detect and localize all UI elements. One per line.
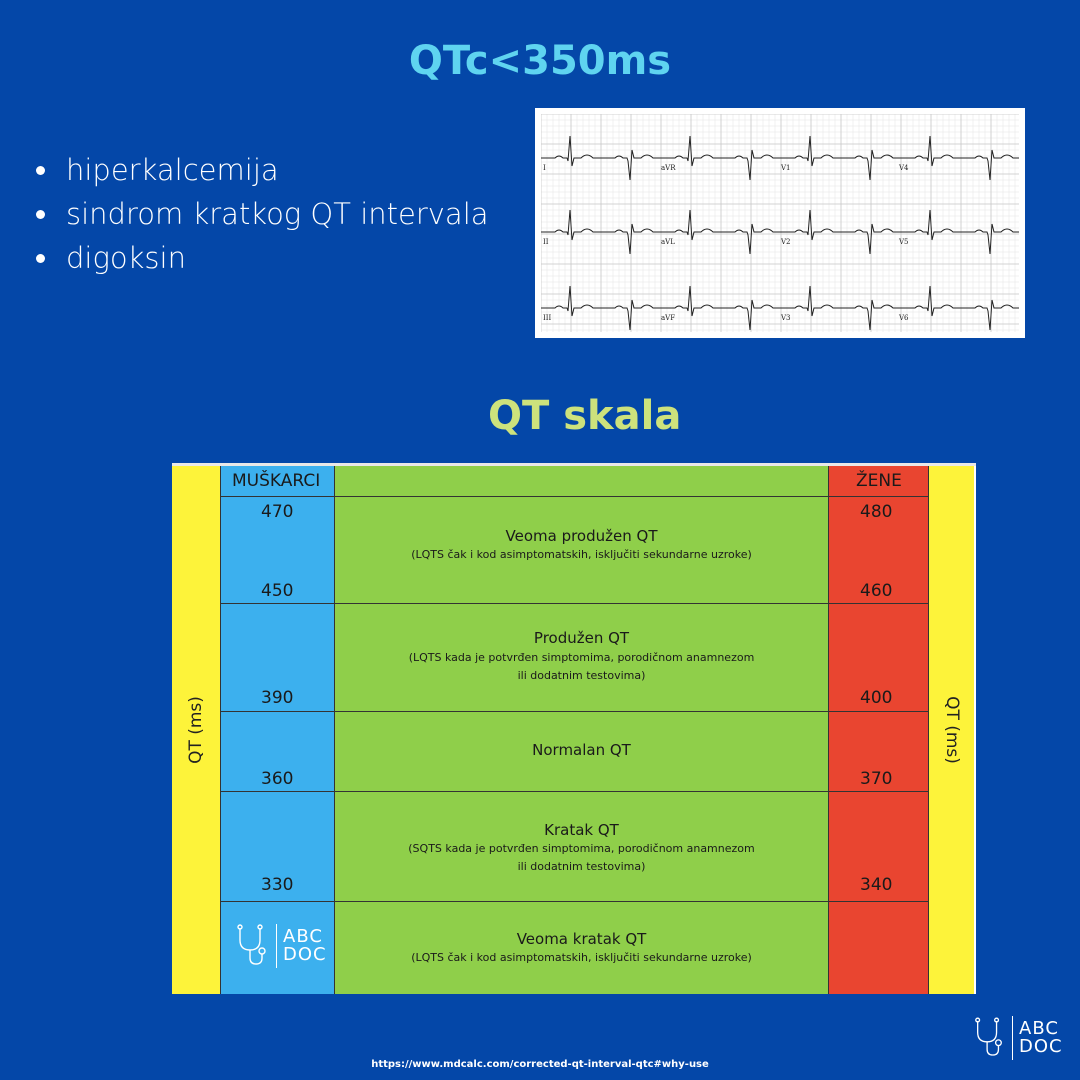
interpretation-column	[335, 466, 828, 994]
ecg-trace	[541, 135, 1019, 181]
row-divider	[221, 901, 928, 902]
logo-text-line: ABC	[1019, 1018, 1059, 1039]
band-note: (LQTS kada je potvrđen simptomima, porod…	[408, 651, 755, 682]
men-value: 330	[261, 875, 294, 895]
women-column	[828, 466, 928, 994]
scale-title: QT skala	[488, 393, 682, 439]
band-title: Produžen QT	[533, 629, 630, 647]
men-header: MUŠKARCI	[232, 471, 321, 491]
ecg-lead-label: aVL	[661, 238, 675, 246]
causes-list: hiperkalcemija sindrom kratkog QT interv…	[36, 148, 489, 280]
axis-label-left: QT (ms)	[186, 696, 206, 764]
men-column	[221, 466, 335, 994]
women-header: ŽENE	[856, 471, 902, 491]
ecg-trace	[541, 285, 1019, 331]
cause-item: hiperkalcemija	[36, 148, 489, 192]
ecg-lead-label: I	[543, 164, 546, 172]
qt-scale-table: QT (ms) QT (ms) MUŠKARCI ŽENE 470 450 39…	[172, 463, 976, 994]
abcdoc-logo-small: ABC DOC	[234, 924, 327, 968]
axis-bar-right: QT (ms)	[928, 466, 974, 994]
men-value: 360	[261, 769, 294, 789]
stethoscope-icon	[234, 924, 270, 968]
women-value: 460	[860, 581, 893, 601]
band-title: Veoma produžen QT	[505, 527, 658, 545]
row-divider	[221, 496, 928, 497]
axis-bar-left: QT (ms)	[172, 466, 221, 994]
ecg-lead-label: aVR	[661, 164, 676, 172]
source-link[interactable]: https://www.mdcalc.com/corrected-qt-inte…	[371, 1059, 709, 1070]
women-value: 370	[860, 769, 893, 789]
logo-text-line: DOC	[1019, 1036, 1063, 1057]
ecg-lead-label: aVF	[661, 314, 675, 322]
band-note: (LQTS čak i kod asimptomatskih, isključi…	[411, 951, 752, 964]
cause-item: digoksin	[36, 236, 489, 280]
stethoscope-icon	[972, 1016, 1006, 1060]
women-value: 480	[860, 502, 893, 522]
women-value: 340	[860, 875, 893, 895]
band-title: Kratak QT	[544, 821, 619, 839]
logo-text-line: DOC	[283, 944, 327, 965]
row-divider	[221, 791, 928, 792]
men-value: 470	[261, 502, 294, 522]
page-title: QTc<350ms	[408, 38, 672, 84]
row-divider	[221, 603, 928, 604]
ecg-lead-label: V5	[898, 238, 909, 246]
ecg-lead-label: V1	[780, 164, 791, 172]
logo-text-line: ABC	[283, 926, 323, 947]
men-value: 390	[261, 688, 294, 708]
ecg-lead-label: III	[543, 314, 552, 322]
abcdoc-logo: ABC DOC	[972, 1016, 1063, 1060]
axis-label-right: QT (ms)	[941, 696, 962, 764]
band-title: Veoma kratak QT	[516, 930, 647, 948]
band-note: (SQTS kada je potvrđen simptomima, porod…	[408, 842, 755, 873]
ecg-lead-label: V4	[898, 164, 909, 172]
ecg-lead-label: II	[543, 238, 549, 246]
row-divider	[221, 711, 928, 712]
women-value: 400	[860, 688, 893, 708]
band-note: (LQTS čak i kod asimptomatskih, isključi…	[411, 548, 752, 561]
ecg-lead-label: V6	[898, 314, 909, 322]
band-title: Normalan QT	[532, 741, 631, 759]
ecg-trace	[541, 209, 1019, 255]
ecg-lead-label: V2	[780, 238, 791, 246]
cause-item: sindrom kratkog QT intervala	[36, 192, 489, 236]
ecg-lead-label: V3	[780, 314, 791, 322]
men-value: 450	[261, 581, 294, 601]
